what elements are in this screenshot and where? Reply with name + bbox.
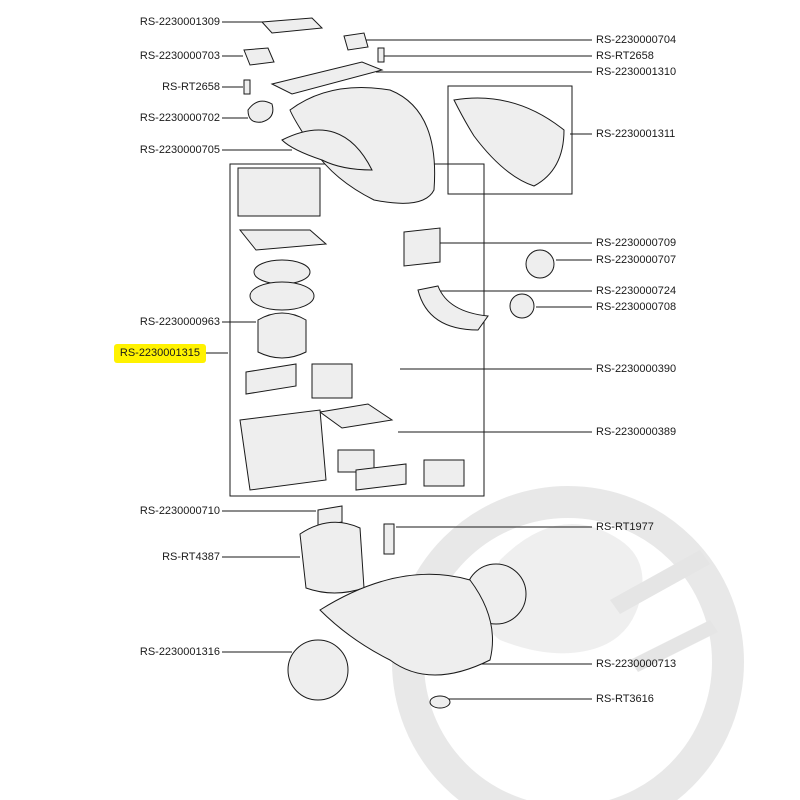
wheel-knob-part bbox=[247, 100, 274, 123]
grille-part bbox=[355, 463, 407, 491]
spring-part bbox=[243, 79, 251, 95]
part-label-rt2658-left: RS-RT2658 bbox=[162, 81, 220, 93]
seal-ring-part bbox=[253, 259, 311, 285]
spring-part bbox=[377, 47, 385, 63]
cord-reel-part bbox=[299, 521, 365, 594]
part-label-rt4387: RS-RT4387 bbox=[162, 551, 220, 563]
part-label-0709: RS-2230000709 bbox=[596, 237, 677, 249]
lid-rim-part bbox=[281, 129, 373, 171]
part-label-0389: RS-2230000389 bbox=[596, 426, 677, 438]
ring-part bbox=[509, 293, 535, 319]
part-label-0705: RS-2230000705 bbox=[139, 144, 220, 156]
part-label-rt3616: RS-RT3616 bbox=[596, 693, 654, 705]
part-label-1310: RS-2230001310 bbox=[596, 66, 677, 78]
seal-frame-part bbox=[318, 403, 394, 429]
cover-part-box bbox=[447, 85, 573, 195]
valve-part bbox=[525, 249, 555, 279]
cyclone-cage-part bbox=[239, 409, 327, 491]
clip-part bbox=[317, 505, 343, 527]
part-label-0724: RS-2230000724 bbox=[596, 285, 677, 297]
filter-block-part bbox=[423, 459, 465, 487]
clip-part bbox=[343, 32, 369, 51]
part-label-0703: RS-2230000703 bbox=[139, 50, 220, 62]
part-label-0702: RS-2230000702 bbox=[139, 112, 220, 124]
part-label-0704: RS-2230000704 bbox=[596, 34, 677, 46]
part-label-rt1977: RS-RT1977 bbox=[596, 521, 654, 533]
part-label-rt2658-right: RS-RT2658 bbox=[596, 50, 654, 62]
hose-tube-part bbox=[417, 285, 489, 331]
motor-support-part bbox=[245, 363, 297, 395]
gasket-part bbox=[249, 281, 315, 311]
foam-filter-part bbox=[238, 229, 328, 251]
part-label-0390: RS-2230000390 bbox=[596, 363, 677, 375]
base-body-part bbox=[319, 573, 493, 676]
leader-lines bbox=[206, 21, 592, 700]
filter-pad-part bbox=[311, 363, 353, 399]
handle-bar-part bbox=[270, 61, 384, 95]
part-label-0710: RS-2230000710 bbox=[139, 505, 220, 517]
part-label-1309: RS-2230001309 bbox=[139, 16, 220, 28]
caster-part bbox=[429, 695, 451, 709]
cover-piece-part bbox=[453, 97, 565, 187]
pin-part bbox=[383, 523, 395, 555]
filter-housing-part bbox=[237, 167, 321, 217]
front-wheel-part bbox=[287, 639, 349, 701]
elbow-part bbox=[403, 227, 441, 267]
part-label-1315-highlighted: RS-2230001315 bbox=[113, 344, 206, 363]
part-label-1311: RS-2230001311 bbox=[596, 128, 676, 140]
latch-part bbox=[260, 17, 324, 34]
part-label-0707: RS-2230000707 bbox=[596, 254, 677, 266]
button-part bbox=[243, 47, 275, 66]
part-label-0713: RS-2230000713 bbox=[596, 658, 677, 670]
motor-part bbox=[257, 312, 307, 359]
part-label-1316: RS-2230001316 bbox=[139, 646, 220, 658]
part-label-0963: RS-2230000963 bbox=[139, 316, 220, 328]
part-label-0708: RS-2230000708 bbox=[596, 301, 677, 313]
